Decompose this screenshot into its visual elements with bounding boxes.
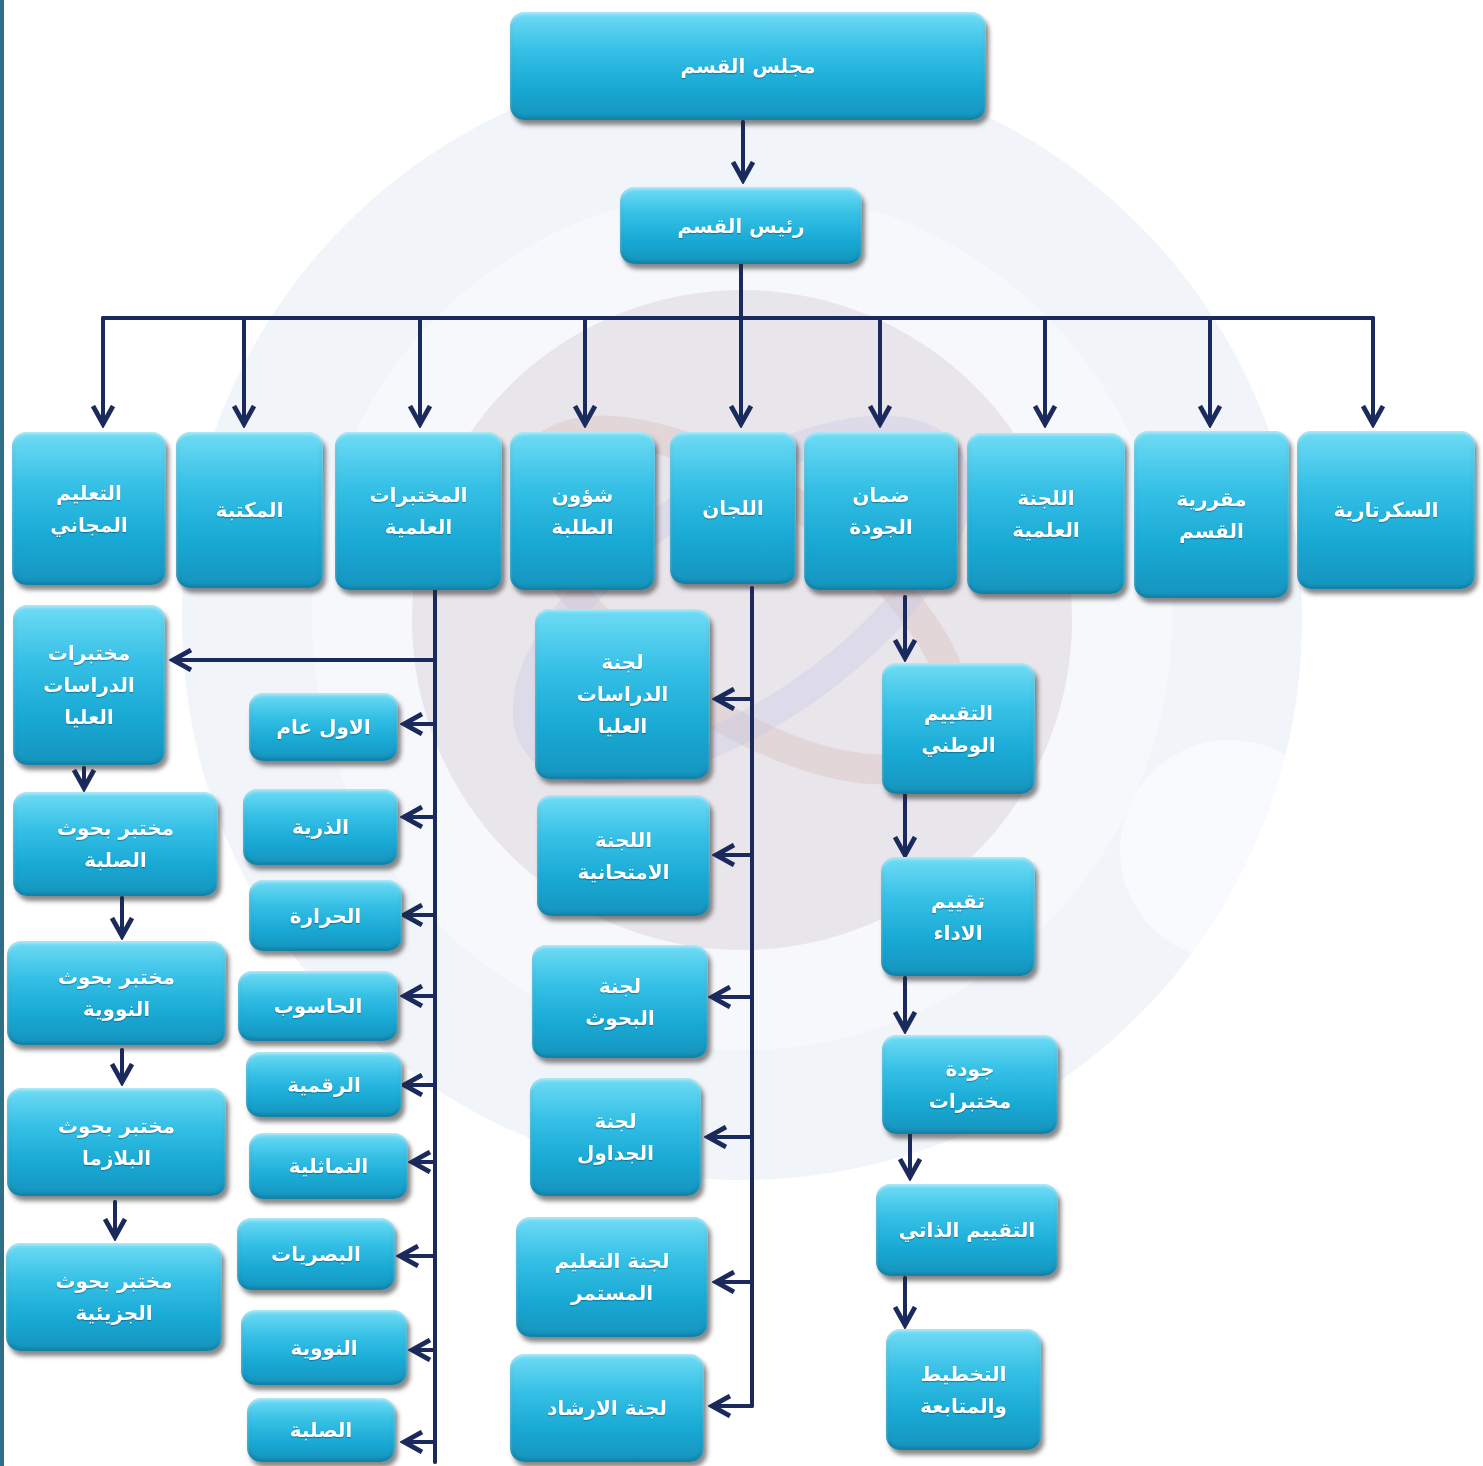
box-graduate-lab-item[interactable]: مختبر بحوث الجزيئية bbox=[6, 1243, 222, 1351]
box-department-council[interactable]: مجلس القسم bbox=[510, 12, 986, 120]
box-committees[interactable]: اللجان bbox=[670, 432, 796, 584]
box-lab-item[interactable]: التماثلية bbox=[249, 1133, 408, 1199]
box-rapporteur[interactable]: مقررية القسم bbox=[1134, 431, 1289, 598]
box-quality-assurance[interactable]: ضمان الجودة bbox=[804, 432, 958, 590]
box-lab-item[interactable]: الذرية bbox=[243, 789, 398, 865]
box-lab-item[interactable]: البصريات bbox=[237, 1218, 395, 1290]
box-quality-item[interactable]: تقييم الاداء bbox=[881, 857, 1035, 976]
left-border-rule bbox=[0, 0, 4, 1466]
box-quality-item[interactable]: جودة مختبرات bbox=[882, 1035, 1058, 1134]
box-lab-item[interactable]: الصلبة bbox=[247, 1398, 395, 1462]
box-quality-item[interactable]: التقييم الذاتي bbox=[876, 1184, 1058, 1276]
box-graduate-lab-item[interactable]: مختبر بحوث النووية bbox=[7, 941, 226, 1045]
box-scientific-committee[interactable]: اللجنة العلمية bbox=[967, 433, 1125, 594]
box-committee-item[interactable]: لجنة الجداول bbox=[530, 1078, 701, 1196]
box-quality-item[interactable]: التقييم الوطني bbox=[882, 663, 1035, 794]
box-graduate-labs[interactable]: مختبرات الدراسات العليا bbox=[13, 605, 165, 765]
box-lab-item[interactable]: الرقمية bbox=[246, 1052, 402, 1117]
box-committee-item[interactable]: اللجنة الامتحانية bbox=[537, 795, 710, 916]
box-lab-item[interactable]: الحرارة bbox=[249, 880, 402, 951]
box-quality-item[interactable]: التخطيط والمتابعة bbox=[886, 1329, 1041, 1450]
box-free-education[interactable]: التعليم المجاني bbox=[12, 432, 166, 585]
box-graduate-lab-item[interactable]: مختبر بحوث الصلبة bbox=[13, 792, 218, 896]
box-scientific-labs[interactable]: المختبرات العلمية bbox=[335, 432, 502, 590]
box-committee-item[interactable]: لجنة الارشاد bbox=[510, 1354, 704, 1462]
box-committee-item[interactable]: لجنة البحوث bbox=[532, 945, 708, 1058]
box-lab-item[interactable]: النووية bbox=[241, 1310, 407, 1385]
box-library[interactable]: المكتبة bbox=[176, 432, 323, 588]
box-lab-item[interactable]: الحاسوب bbox=[238, 971, 398, 1041]
box-student-affairs[interactable]: شؤون الطلبة bbox=[510, 432, 655, 590]
box-secretariat[interactable]: السكرتارية bbox=[1297, 431, 1475, 589]
box-committee-item[interactable]: لجنة الدراسات العليا bbox=[535, 609, 710, 779]
box-graduate-lab-item[interactable]: مختبر بحوث البلازما bbox=[7, 1088, 226, 1196]
box-committee-item[interactable]: لجنة التعليم المستمر bbox=[516, 1217, 708, 1337]
box-lab-item[interactable]: الاول عام bbox=[249, 693, 398, 761]
box-department-head[interactable]: رئيس القسم bbox=[620, 187, 862, 264]
